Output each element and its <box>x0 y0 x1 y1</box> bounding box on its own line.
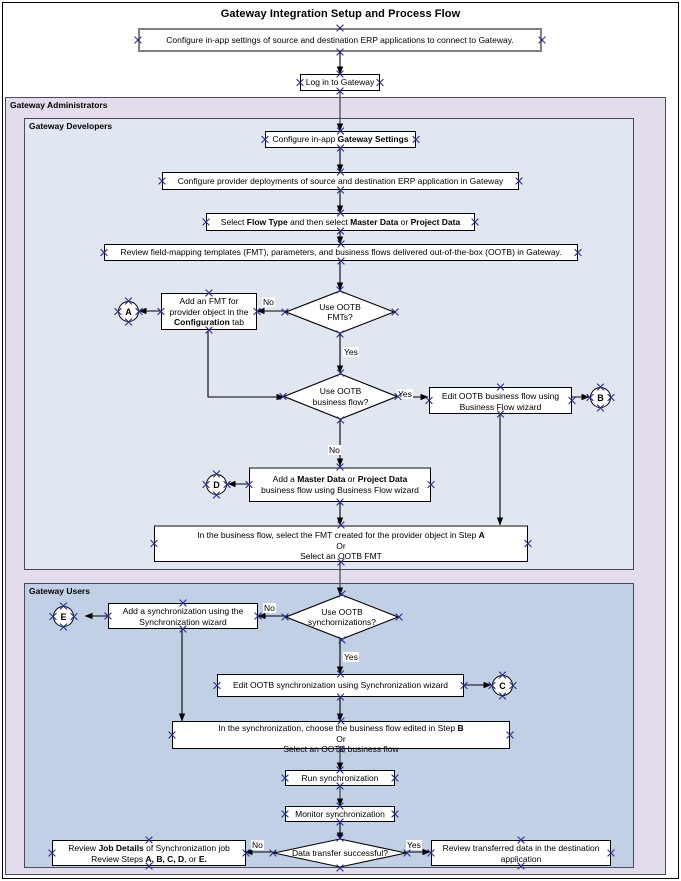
edge-label-sync-yes: Yes <box>343 652 359 662</box>
edge-label-fmts-yes: Yes <box>343 347 359 357</box>
decision-use-ootb-business-flow[interactable]: Use OOTB business flow? <box>283 373 398 420</box>
edge-label-transfer-no: No <box>251 840 264 850</box>
node-choose-business-flow-in-sync[interactable]: In the synchronization, choose the busin… <box>172 721 510 754</box>
node-text-select-flow-type: Select Flow Type and then select Master … <box>220 216 461 227</box>
node-text-add-synchronization: Add a synchronization using the Synchron… <box>122 606 244 627</box>
node-text-add-fmt: Add an FMT for provider object in the Co… <box>169 296 249 327</box>
node-review-templates[interactable]: Review field-mapping templates (FMT), pa… <box>104 244 578 261</box>
connector-a[interactable]: A <box>118 301 139 322</box>
connector-d[interactable]: D <box>206 474 227 495</box>
swimlane-label-developers: Gateway Developers <box>29 121 113 131</box>
node-select-flow-type[interactable]: Select Flow Type and then select Master … <box>206 213 475 231</box>
node-configure-inapp-settings[interactable]: Configure in-app settings of source and … <box>138 28 542 52</box>
connector-b[interactable]: B <box>590 387 611 408</box>
node-run-synchronization[interactable]: Run synchronization <box>285 770 395 786</box>
node-text-edit-ootb-business-flow: Edit OOTB business flow using Business F… <box>441 391 560 412</box>
node-add-business-flow[interactable]: Add a Master Data or Project Data busine… <box>249 467 431 502</box>
swimlane-label-administrators: Gateway Administrators <box>10 100 108 110</box>
edge-label-transfer-yes: Yes <box>406 840 422 850</box>
node-text-gateway-settings: Configure in-app Gateway Settings <box>272 134 409 145</box>
node-monitor-synchronization[interactable]: Monitor synchronization <box>285 806 395 822</box>
page-title: Gateway Integration Setup and Process Fl… <box>220 8 461 20</box>
decision-text-use-ootb-synchronizations: Use OOTB synchornizations? <box>307 606 377 628</box>
node-edit-ootb-business-flow[interactable]: Edit OOTB business flow using Business F… <box>429 387 572 414</box>
edge-label-flow-yes: Yes <box>397 389 413 399</box>
node-add-fmt[interactable]: Add an FMT for provider object in the Co… <box>161 293 257 330</box>
decision-text-data-transfer-successful: Data transfer successful? <box>292 847 388 858</box>
decision-use-ootb-fmts[interactable]: Use OOTB FMTs? <box>285 290 395 334</box>
node-review-transferred-data[interactable]: Review transferred data in the destinati… <box>431 840 611 866</box>
node-configure-gateway-settings[interactable]: Configure in-app Gateway Settings <box>265 131 416 148</box>
node-text-add-business-flow: Add a Master Data or Project Data busine… <box>261 474 419 495</box>
node-text-choose-business-flow-in-sync: In the synchronization, choose the busin… <box>218 723 464 754</box>
node-edit-ootb-synchronization[interactable]: Edit OOTB synchronization using Synchron… <box>217 674 464 697</box>
edge-label-fmts-no: No <box>262 297 275 307</box>
decision-text-use-ootb-business-flow: Use OOTB business flow? <box>312 386 369 407</box>
node-text-review-transferred-data: Review transferred data in the destinati… <box>442 843 600 864</box>
edge-label-sync-no: No <box>263 603 276 613</box>
connector-e[interactable]: E <box>53 606 74 627</box>
edge-label-flow-no: No <box>328 445 341 455</box>
node-text-review-job-details: Review Job Details of Synchronization jo… <box>68 843 230 864</box>
decision-use-ootb-synchronizations[interactable]: Use OOTB synchornizations? <box>285 594 399 640</box>
swimlane-label-users: Gateway Users <box>29 586 90 596</box>
node-text-select-fmt-in-business-flow: In the business flow, select the FMT cre… <box>197 530 485 561</box>
connector-c[interactable]: C <box>492 675 513 696</box>
node-configure-provider-deployments[interactable]: Configure provider deployments of source… <box>162 172 519 190</box>
node-review-job-details[interactable]: Review Job Details of Synchronization jo… <box>52 840 246 866</box>
node-log-in-to-gateway[interactable]: Log in to Gateway <box>300 74 380 91</box>
decision-text-use-ootb-fmts: Use OOTB FMTs? <box>319 301 361 323</box>
decision-data-transfer-successful[interactable]: Data transfer successful? <box>273 838 407 868</box>
node-add-synchronization[interactable]: Add a synchronization using the Synchron… <box>108 603 258 629</box>
node-select-fmt-in-business-flow[interactable]: In the business flow, select the FMT cre… <box>154 525 528 562</box>
